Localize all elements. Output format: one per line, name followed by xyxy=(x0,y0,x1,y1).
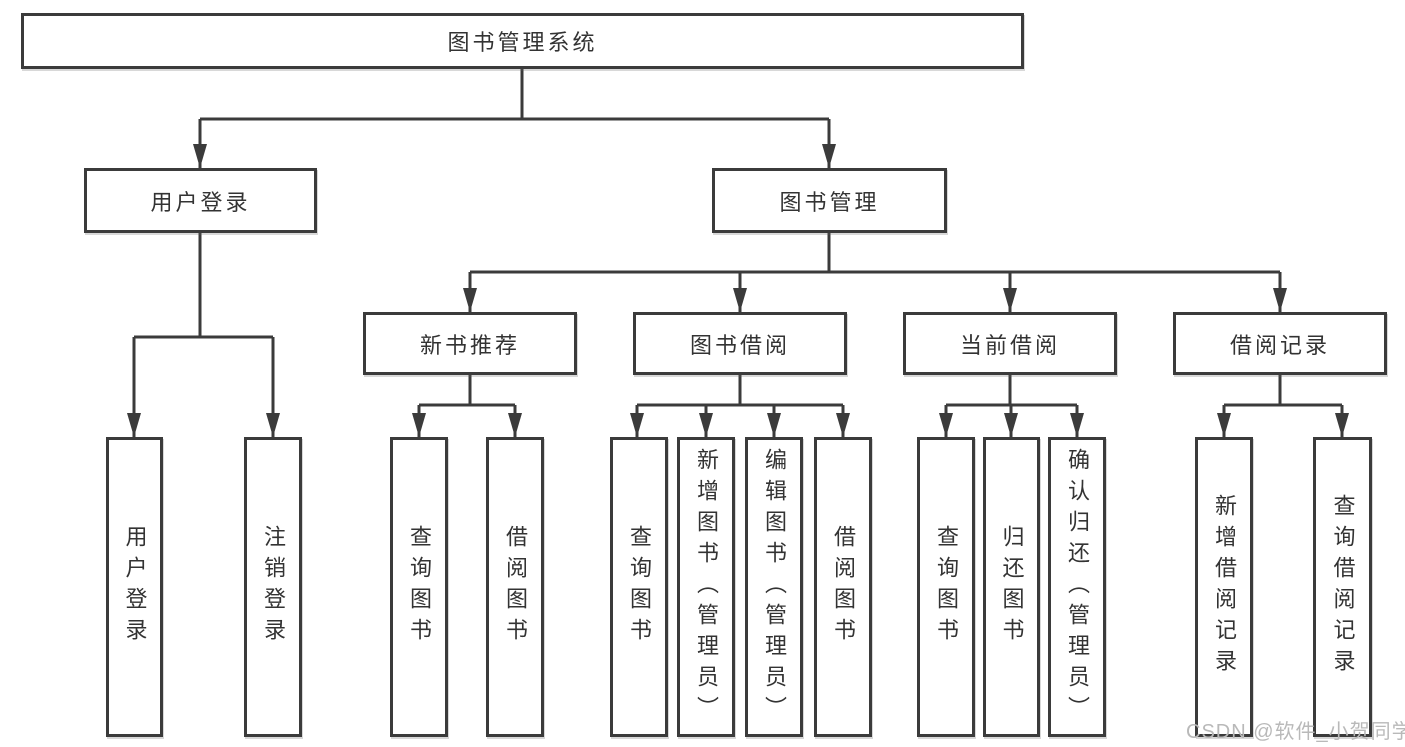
node-label: 新增借阅记录 xyxy=(1212,494,1237,680)
node-label: 图书管理 xyxy=(779,189,880,215)
connector-user-login xyxy=(127,233,280,437)
node-label: 图书借阅 xyxy=(689,332,790,358)
connector-borrowing-records xyxy=(1217,375,1349,437)
node-label: 图书管理系统 xyxy=(447,30,598,55)
node-label: 查询图书 xyxy=(934,525,959,649)
node-user-login: 用户登录 xyxy=(84,168,317,233)
node-label: 当前借阅 xyxy=(959,332,1060,358)
node-query-books-recommend: 查询图书 xyxy=(390,437,448,737)
node-label: 用户登录 xyxy=(150,189,251,215)
node-new-book-recommendation: 新书推荐 xyxy=(363,312,577,375)
node-query-books-borrowing: 查询图书 xyxy=(610,437,668,737)
node-label: 借阅图书 xyxy=(831,525,856,649)
node-label: 确认归还（管理员） xyxy=(1065,447,1090,727)
node-label: 查询图书 xyxy=(627,525,652,649)
node-add-book-admin: 新增图书（管理员） xyxy=(677,437,735,737)
node-label: 编辑图书（管理员） xyxy=(762,447,787,727)
node-label: 借阅记录 xyxy=(1229,332,1330,358)
connector-new-book-recommendation xyxy=(412,375,522,437)
node-label: 新增图书（管理员） xyxy=(694,447,719,727)
connector-root xyxy=(193,68,836,168)
connector-book-borrowing xyxy=(630,375,850,437)
node-label: 新书推荐 xyxy=(419,332,520,358)
node-label: 注销登录 xyxy=(261,525,286,649)
node-label: 查询图书 xyxy=(407,525,432,649)
csdn-watermark: CSDN @软件_小贺同学 xyxy=(1186,721,1405,743)
node-confirm-return-admin: 确认归还（管理员） xyxy=(1048,437,1106,737)
connector-current-borrowing xyxy=(939,375,1084,437)
node-logout: 注销登录 xyxy=(244,437,302,737)
node-borrow-books: 借阅图书 xyxy=(814,437,872,737)
node-current-borrowing: 当前借阅 xyxy=(903,312,1117,375)
node-borrowing-records: 借阅记录 xyxy=(1173,312,1387,375)
node-user-login-leaf: 用户登录 xyxy=(106,437,163,737)
connector-book-management xyxy=(463,233,1287,312)
node-borrow-books-recommend: 借阅图书 xyxy=(486,437,544,737)
node-add-borrow-record: 新增借阅记录 xyxy=(1195,437,1253,737)
node-label: 查询借阅记录 xyxy=(1330,494,1356,680)
node-query-books-current: 查询图书 xyxy=(917,437,975,737)
node-return-books: 归还图书 xyxy=(983,437,1040,737)
node-library-management-system: 图书管理系统 xyxy=(21,13,1024,69)
node-edit-book-admin: 编辑图书（管理员） xyxy=(745,437,803,737)
node-book-borrowing: 图书借阅 xyxy=(633,312,847,375)
node-book-management: 图书管理 xyxy=(712,168,947,233)
node-query-borrow-record: 查询借阅记录 xyxy=(1313,437,1372,737)
node-label: 用户登录 xyxy=(122,525,148,649)
node-label: 借阅图书 xyxy=(503,525,528,649)
node-label: 归还图书 xyxy=(999,525,1025,649)
